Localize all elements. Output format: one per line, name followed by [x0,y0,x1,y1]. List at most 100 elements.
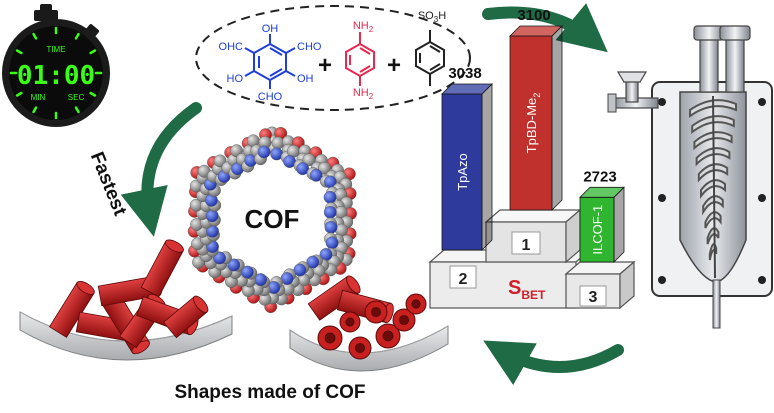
screw-flight [704,211,722,229]
diamine-bottom-nh2-text: NH [353,87,369,99]
timer-tick [74,32,80,40]
podium-rank-3: 3 [589,289,598,306]
cof-rod-end [164,239,184,253]
podium-sbet-title: SBET [508,277,546,302]
cof-atom [257,145,271,159]
trialdehyde-molecule [244,34,296,89]
cof-ring-hole [382,330,394,342]
cof-atom [306,255,320,269]
fastest-label: Fastest [86,149,131,219]
aldehyde-right-oh: OH [297,73,314,85]
plus-sign-2: + [387,52,401,79]
cof-label: COF [245,204,300,234]
podium-rank-1: 1 [522,237,531,254]
sbet-main: S [508,277,521,299]
bar-value-label: 3100 [517,7,550,24]
acid-so3h-h: H [438,10,446,22]
timer-min-label: MIN [31,93,46,102]
timer-display: 01:00 [17,61,95,91]
cof-ring-hole [399,315,409,325]
timer-tick [74,106,80,114]
cof-framework-model: COF [187,126,357,313]
timer-sec-label: SEC [68,93,85,102]
aldehyde-bottom-cho: CHO [258,91,283,103]
cof-ring-hole [324,332,336,344]
screw-flight [700,179,726,199]
figure-caption: Shapes made of COF [174,382,365,403]
timer-tick [15,49,23,55]
bar-front [579,196,615,263]
arrow-fastest-icon [120,102,202,237]
bar-value-label: 2723 [583,168,616,185]
reaction-scheme: OH OHC CHO HO OH CHO + NH2 NH2 + [195,5,471,111]
screw-flight [706,227,720,245]
screw-flight [691,115,735,135]
screw-flight [689,99,737,118]
cof-rod-end [192,295,209,313]
timer-tick [32,32,38,40]
process-arrows [120,3,624,386]
cof-rod-end [76,280,95,295]
cof-atom [296,162,309,176]
aldehyde-top-oh: OH [262,23,279,35]
cof-atom [324,220,338,234]
arrow-top-right-icon [482,3,608,53]
aldehyde-left-ho: HO [227,73,244,85]
stopwatch-icon: TIME 01:00 MIN SEC [2,4,110,127]
cof-ring-hole [345,317,355,327]
diamine-top-nh2: NH2 [353,20,374,34]
cof-ring-hole [355,343,365,353]
acid-so3h-s: SO [418,10,434,22]
cof-rod [163,295,209,339]
reaction-dashed-oval [195,5,471,111]
timer-tick [32,106,38,114]
cof-atom [227,258,241,272]
cof-ring-hole [411,299,421,309]
bar-category-main: TpBD-Me [524,98,539,154]
cof-atom [325,236,339,250]
diamine-molecule [345,32,375,86]
right-tray-with-cof-rings [289,275,449,372]
bar-side [613,186,625,263]
acid-so3h-sub: 3 [434,15,439,24]
left-tray-with-cof-rods [19,239,233,361]
timer-tick [89,49,97,55]
screw-shaft [712,95,716,279]
bar-side [481,83,493,251]
cof-atom [309,168,323,182]
cof-atom [318,161,331,175]
acid-so3h: SO3H [418,10,446,24]
plus-sign-1: + [318,52,332,79]
diamine-bottom-nh2-sub: 2 [369,92,374,101]
cof-atom [323,205,337,219]
bar-value-label: 3038 [448,65,481,82]
screw-flight [697,163,729,183]
cof-rod [48,280,95,338]
diamine-top-nh2-text: NH [353,20,369,32]
bar-category-label: TpAzo [455,153,470,191]
screw-flight [693,131,733,151]
cof-rod-end [346,275,361,294]
bar-category-label: TpBD-Me2 [524,93,542,154]
diamine-top-nh2-sub: 2 [369,25,374,34]
sbet-sub: BET [521,288,546,302]
twin-screw-extruder-icon [607,25,773,329]
aldehyde-left-cho: OHC [219,41,244,53]
bar-category-sub: 2 [532,93,542,98]
bar-side [551,25,563,211]
toluenesulfonic-acid-molecule [415,30,445,86]
timer-tick [89,91,97,97]
bar-category-label: ILCOF-1 [590,205,605,255]
timer-tick [15,91,23,97]
cof-rod [140,239,184,298]
podium-rank-2: 2 [459,271,468,288]
timer-top-label: TIME [46,45,65,54]
aldehyde-right-cho: CHO [297,41,322,53]
diamine-bottom-nh2: NH2 [353,87,374,101]
